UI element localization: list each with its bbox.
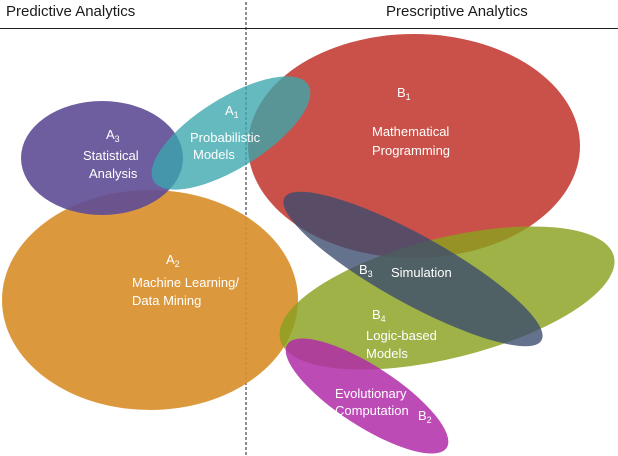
a2-id: A2 — [166, 252, 180, 269]
b3-label: Simulation — [391, 265, 452, 280]
b4-id: B4 — [372, 307, 386, 324]
predictive-analytics-header: Predictive Analytics — [6, 3, 136, 20]
a2-label-line2: Data Mining — [132, 293, 201, 308]
b2-id: B2 — [418, 408, 432, 425]
machine-learning-ellipse — [2, 190, 298, 410]
simulation-ellipse — [283, 191, 543, 347]
statistical-analysis-ellipse — [21, 101, 183, 215]
b3-id: B3 — [359, 262, 373, 279]
a3-label-line2: Analysis — [89, 166, 138, 181]
b4-label-line1: Logic-based — [366, 328, 437, 343]
a1-label-line2: Models — [193, 147, 235, 162]
prescriptive-analytics-header: Prescriptive Analytics — [386, 3, 528, 20]
b1-label-line1: Mathematical — [372, 124, 449, 139]
evolutionary-computation-ellipse — [285, 338, 449, 454]
b2-label-line2: Computation — [335, 403, 409, 418]
a1-id: A1 — [225, 103, 239, 120]
a3-label-line1: Statistical — [83, 148, 139, 163]
a3-id: A3 — [106, 127, 120, 144]
a2-label-line1: Machine Learning/ — [132, 275, 239, 290]
b4-label-line2: Models — [366, 346, 408, 361]
header-divider — [0, 28, 618, 29]
a1-label-line1: Probabilistic — [190, 130, 261, 145]
probabilistic-models-ellipse — [151, 76, 311, 190]
b2-label-line1: Evolutionary — [335, 386, 407, 401]
b1-label-line2: Programming — [372, 143, 450, 158]
b1-id: B1 — [397, 85, 411, 102]
